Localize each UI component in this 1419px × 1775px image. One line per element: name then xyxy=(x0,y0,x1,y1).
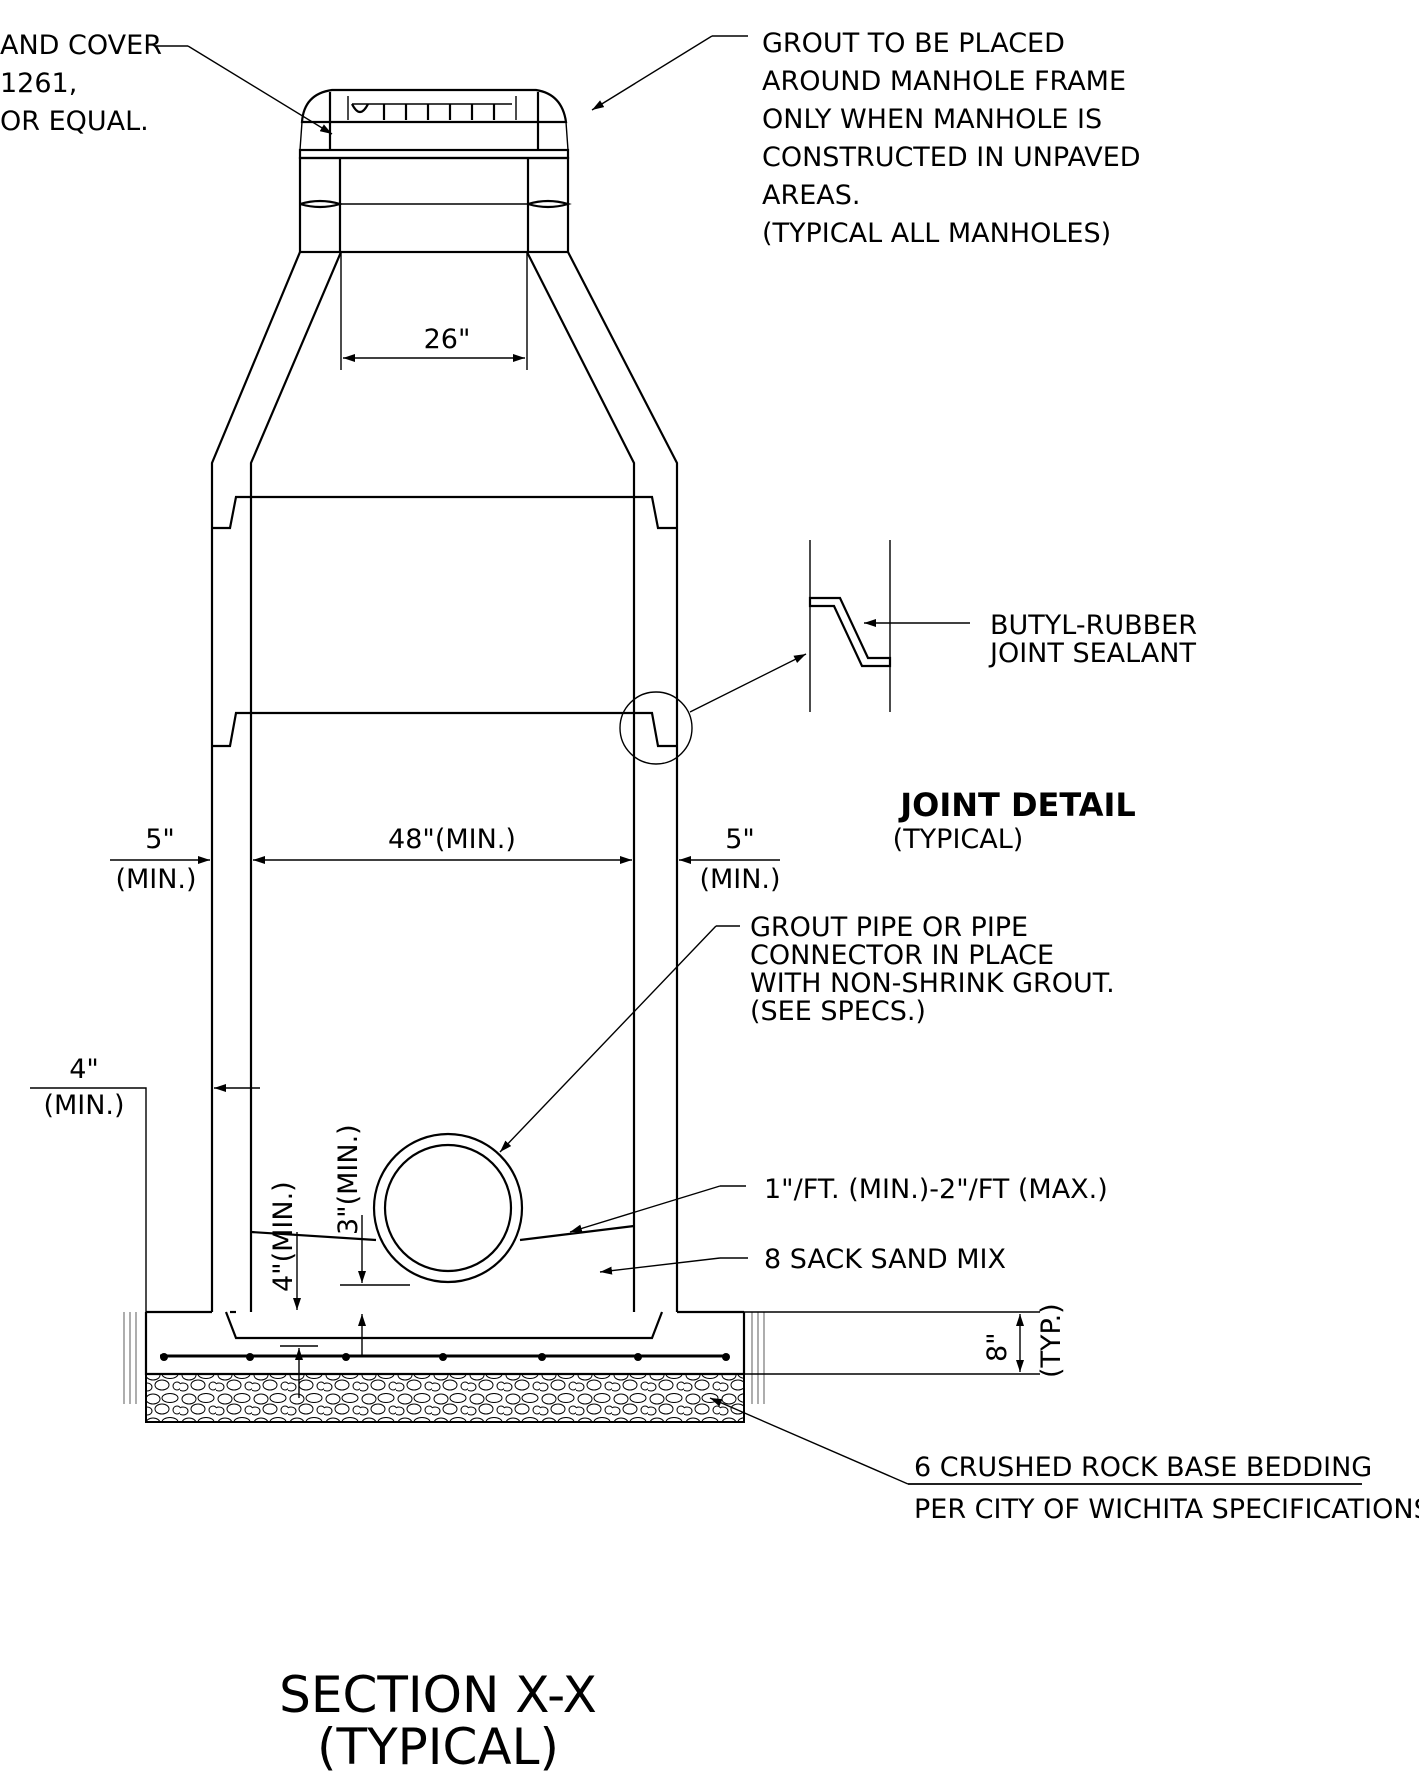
dim-base-wall-value: 4" xyxy=(69,1054,99,1085)
grout-frame-line-6: (TYPICAL ALL MANHOLES) xyxy=(762,218,1111,249)
pipe-section xyxy=(372,1132,524,1284)
sealant-note: BUTYL-RUBBER JOINT SEALANT xyxy=(988,610,1197,669)
dim-wall-right-min: (MIN.) xyxy=(699,864,780,895)
dim-wall-left-value: 5" xyxy=(145,824,175,855)
grout-pipe-line-2: CONNECTOR IN PLACE xyxy=(750,940,1054,971)
section-subtitle: (TYPICAL) xyxy=(317,1718,559,1775)
slope-note: 1"/FT. (MIN.)-2"/FT (MAX.) xyxy=(764,1174,1108,1205)
joint-detail-drawing xyxy=(808,540,892,712)
grout-pipe-note: GROUT PIPE OR PIPE CONNECTOR IN PLACE WI… xyxy=(750,912,1115,1027)
crushed-rock-bedding xyxy=(145,1373,745,1423)
dim-opening-26: 26" xyxy=(424,324,471,355)
sand-mix-slope xyxy=(250,1224,635,1242)
grout-frame-line-5: AREAS. xyxy=(762,180,860,211)
base-slab xyxy=(144,1310,746,1376)
grout-frame-line-2: AROUND MANHOLE FRAME xyxy=(762,66,1126,97)
base-bedding-note: 6 CRUSHED ROCK BASE BEDDING PER CITY OF … xyxy=(914,1452,1419,1525)
dim-wall-left-min: (MIN.) xyxy=(115,864,196,895)
grout-pipe-line-4: (SEE SPECS.) xyxy=(750,996,926,1027)
dim-slab-typ: (TYP.) xyxy=(1036,1303,1067,1378)
joint-detail-subtitle: (TYPICAL) xyxy=(893,824,1024,855)
dim-invert-depth: 4"(MIN.) xyxy=(268,1181,299,1292)
section-title: SECTION X-X xyxy=(279,1666,597,1724)
soil-hatch xyxy=(123,1312,765,1404)
dim-wall-right-value: 5" xyxy=(725,824,755,855)
dimension-lines xyxy=(30,252,1040,1398)
frame-cover-line-3: OR EQUAL. xyxy=(0,106,149,137)
grout-frame-line-1: GROUT TO BE PLACED xyxy=(762,28,1065,59)
base-bedding-line-1: 6 CRUSHED ROCK BASE BEDDING xyxy=(914,1452,1372,1483)
grade-rings xyxy=(298,156,572,254)
sealant-line-1: BUTYL-RUBBER xyxy=(990,610,1197,641)
dim-inside-48: 48"(MIN.) xyxy=(388,824,516,855)
manhole-structure xyxy=(123,88,765,1423)
frame-cover-line-2: 1261, xyxy=(0,68,77,99)
sand-mix-note: 8 SACK SAND MIX xyxy=(764,1244,1006,1275)
dim-base-wall-min: (MIN.) xyxy=(43,1090,124,1121)
cone-section xyxy=(210,251,679,1312)
joint-detail-title: JOINT DETAIL xyxy=(898,786,1136,824)
joint-detail-circle xyxy=(619,691,693,765)
dim-slab-value: 8" xyxy=(982,1332,1013,1362)
sealant-line-2: JOINT SEALANT xyxy=(988,638,1196,669)
barrel-walls xyxy=(210,495,679,1314)
leader-lines xyxy=(156,35,1362,1485)
grout-pipe-line-3: WITH NON-SHRINK GROUT. xyxy=(750,968,1115,999)
grout-pipe-line-1: GROUT PIPE OR PIPE xyxy=(750,912,1028,943)
frame-cover-note: AND COVER 1261, OR EQUAL. xyxy=(0,30,162,137)
frame-cover-line-1: AND COVER xyxy=(0,30,162,61)
grout-frame-line-3: ONLY WHEN MANHOLE IS xyxy=(762,104,1102,135)
dim-pipe-clearance: 3"(MIN.) xyxy=(333,1124,364,1235)
grout-frame-note: GROUT TO BE PLACED AROUND MANHOLE FRAME … xyxy=(762,28,1141,249)
grout-frame-line-4: CONSTRUCTED IN UNPAVED xyxy=(762,142,1141,173)
manhole-frame-cover xyxy=(298,88,570,160)
base-bedding-line-2: PER CITY OF WICHITA SPECIFICATIONS xyxy=(914,1494,1419,1525)
rebar-dots xyxy=(160,1353,730,1361)
